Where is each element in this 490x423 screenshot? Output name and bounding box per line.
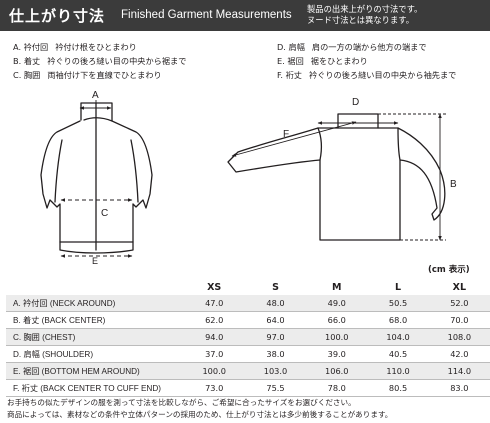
footer-notes: お手持ちの似たデザインの服を測って寸法を比較しながら、ご希望に合ったサイズをお選… xyxy=(7,397,392,421)
row-label: D. 肩幅 (SHOULDER) xyxy=(6,345,184,363)
table-cell: 68.0 xyxy=(367,311,429,329)
front-view xyxy=(40,102,153,254)
table-cell: 48.0 xyxy=(244,295,307,312)
front-sleeve-right-seam xyxy=(130,139,139,203)
size-header-blank xyxy=(6,279,184,295)
table-cell: 103.0 xyxy=(244,362,307,380)
back-body-outline xyxy=(227,127,446,241)
table-cell: 110.0 xyxy=(367,362,429,380)
row-label: B. 着丈 (BACK CENTER) xyxy=(6,311,184,329)
legend-item-e: E. 裾回裾をひとまわり xyxy=(277,56,368,66)
table-cell: 37.0 xyxy=(183,345,245,363)
row-label: A. 衿付回 (NECK AROUND) xyxy=(6,295,184,312)
table-cell: 73.0 xyxy=(183,379,245,397)
table-cell: 100.0 xyxy=(306,328,368,346)
back-view xyxy=(227,113,446,241)
size-header-s: S xyxy=(272,281,279,293)
footer-line-1: お手持ちの似たデザインの服を測って寸法を比較しながら、ご希望に合ったサイズをお選… xyxy=(7,398,356,407)
back-dimensions xyxy=(231,113,446,241)
table-cell: 106.0 xyxy=(306,362,368,380)
back-sleeve-seam xyxy=(317,127,322,161)
header-note-line-2: ヌード寸法とは異なります。 xyxy=(307,15,415,25)
back-collar xyxy=(337,113,379,129)
table-row: A. 衿付回 (NECK AROUND) 47.0 48.0 49.0 50.5… xyxy=(6,295,490,312)
table-row: F. 裄丈 (BACK CENTER TO CUFF END) 73.0 75.… xyxy=(6,379,490,397)
table-cell: 83.0 xyxy=(428,379,490,397)
header-note-line-1: 製品の出来上がりの寸法です。 xyxy=(307,4,423,14)
legend-item-d: D. 肩幅肩の一方の端から他方の端まで xyxy=(277,42,427,52)
title-japanese: 仕上がり寸法 xyxy=(9,7,106,25)
table-cell: 50.5 xyxy=(367,295,429,312)
size-header-xs: XS xyxy=(207,281,222,293)
table-cell: 52.0 xyxy=(428,295,490,312)
table-cell: 70.0 xyxy=(428,311,490,329)
table-cell: 108.0 xyxy=(428,328,490,346)
table-cell: 42.0 xyxy=(428,345,490,363)
table-row: E. 裾回 (BOTTOM HEM AROUND) 100.0 103.0 10… xyxy=(6,362,490,380)
table-cell: 114.0 xyxy=(428,362,490,380)
table-cell: 49.0 xyxy=(306,295,368,312)
table-row: C. 胸囲 (CHEST) 94.0 97.0 100.0 104.0 108.… xyxy=(6,328,490,346)
letter-f: F xyxy=(283,129,289,140)
legend-item-b: B. 着丈衿ぐりの後ろ縫い目の中央から裾まで xyxy=(13,56,187,66)
table-row: D. 肩幅 (SHOULDER) 37.0 38.0 39.0 40.5 42.… xyxy=(6,345,490,363)
letter-b: B xyxy=(450,179,457,190)
back-sleeve-seam-right xyxy=(397,127,401,161)
letter-c: C xyxy=(101,208,108,219)
row-label: E. 裾回 (BOTTOM HEM AROUND) xyxy=(6,362,184,380)
table-cell: 62.0 xyxy=(183,311,245,329)
table-cell: 40.5 xyxy=(367,345,429,363)
table-cell: 100.0 xyxy=(183,362,245,380)
size-header-l: L xyxy=(395,281,402,293)
legend-left: A. 衿付回衿付け根をひとまわり B. 着丈衿ぐりの後ろ縫い目の中央から裾まで … xyxy=(13,40,186,82)
size-table: XS S M L XL A. 衿付回 (NECK AROUND) 47.0 48… xyxy=(6,279,490,397)
legend-item-c: C. 胸囲両袖付け下を直線でひとまわり xyxy=(13,70,162,80)
row-label: F. 裄丈 (BACK CENTER TO CUFF END) xyxy=(6,379,184,397)
table-cell: 47.0 xyxy=(183,295,245,312)
size-header-m: M xyxy=(332,281,342,293)
table-cell: 64.0 xyxy=(244,311,307,329)
title-english: Finished Garment Measurements xyxy=(121,9,292,21)
size-header-row: XS S M L XL xyxy=(6,279,490,295)
row-label: C. 胸囲 (CHEST) xyxy=(6,328,184,346)
garment-diagram: A C E D F B xyxy=(40,90,457,265)
size-header-xl: XL xyxy=(452,281,467,293)
header-bar: 仕上がり寸法 Finished Garment Measurements 製品の… xyxy=(0,0,490,31)
header-note: 製品の出来上がりの寸法です。 ヌード寸法とは異なります。 xyxy=(307,4,422,26)
letter-e: E xyxy=(92,256,98,265)
table-cell: 104.0 xyxy=(367,328,429,346)
dimension-f-line xyxy=(231,121,357,157)
table-cell: 39.0 xyxy=(306,345,368,363)
letter-a: A xyxy=(92,90,99,101)
letter-d: D xyxy=(352,97,359,108)
table-cell: 94.0 xyxy=(183,328,245,346)
table-cell: 78.0 xyxy=(306,379,368,397)
diagram-letters: A C E D F B xyxy=(92,90,457,265)
table-row: B. 着丈 (BACK CENTER) 62.0 64.0 66.0 68.0 … xyxy=(6,311,490,329)
front-sleeve-left-seam xyxy=(54,139,63,203)
footer-line-2: 商品によっては、素材などの条件や立体パターンの採用のため、仕上がり寸法とは多少前… xyxy=(7,410,393,419)
legend-right: D. 肩幅肩の一方の端から他方の端まで E. 裾回裾をひとまわり F. 裄丈衿ぐ… xyxy=(277,40,456,82)
unit-note: (cm 表示) xyxy=(428,265,470,275)
table-cell: 38.0 xyxy=(244,345,307,363)
legend-item-a: A. 衿付回衿付け根をひとまわり xyxy=(13,42,137,52)
table-cell: 75.5 xyxy=(244,379,307,397)
table-cell: 80.5 xyxy=(367,379,429,397)
front-dimensions xyxy=(60,100,133,258)
legend-item-f: F. 裄丈衿ぐりの後ろ縫い目の中央から袖先まで xyxy=(277,70,457,80)
table-cell: 97.0 xyxy=(244,328,307,346)
table-cell: 66.0 xyxy=(306,311,368,329)
